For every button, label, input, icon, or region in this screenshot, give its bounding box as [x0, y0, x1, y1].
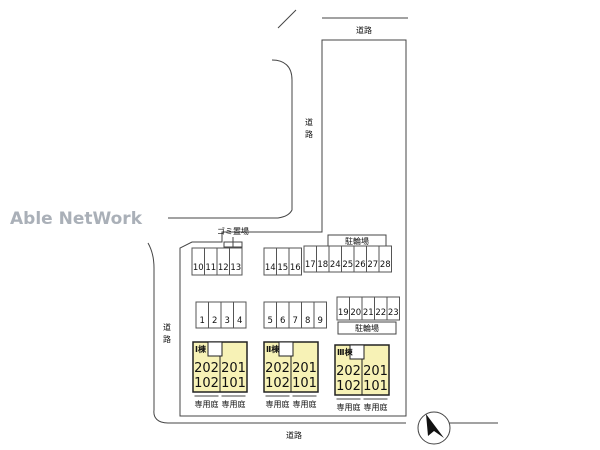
road-label-left: 道 路	[163, 322, 174, 344]
road-label-right-top-char2: 路	[305, 129, 313, 139]
road-label-top: 道路	[356, 25, 372, 35]
parking-space	[387, 297, 400, 320]
parking-space-number: 17	[305, 260, 316, 270]
bicycle-parking-lower-label: 駐輪場	[355, 323, 379, 333]
parking-space-number: 20	[350, 308, 361, 318]
garbage-area-label: ゴミ置場	[217, 226, 249, 236]
building-name: Ⅱ棟	[266, 344, 280, 354]
road-label-left-char2: 路	[163, 334, 171, 344]
parking-space-number: 26	[355, 260, 366, 270]
unit-number: 102	[194, 376, 219, 391]
unit-number: 201	[363, 364, 388, 379]
parking-space-number: 3	[225, 316, 230, 326]
road-lines	[148, 10, 498, 423]
unit-number: 102	[265, 376, 290, 391]
road-label-bottom: 道路	[286, 430, 302, 440]
parking-space-number: 6	[280, 316, 285, 326]
unit-number: 101	[363, 379, 388, 394]
parking-space-number: 24	[330, 260, 341, 270]
private-garden-label: 専用庭	[266, 399, 290, 409]
parking-space-number: 4	[237, 316, 242, 326]
private-garden-label: 専用庭	[195, 399, 219, 409]
watermark-logo: Able NetWork	[10, 209, 143, 229]
building-notch	[350, 345, 364, 359]
road-label-left-char1: 道	[163, 322, 171, 332]
parking-space	[230, 248, 243, 275]
north-arrow-icon	[417, 411, 451, 445]
private-garden-label: 専用庭	[222, 399, 246, 409]
unit-number: 101	[221, 376, 246, 391]
building-notch	[279, 342, 293, 356]
parking-space-number: 10	[193, 263, 204, 273]
road-edge-lower-left	[148, 243, 406, 423]
unit-number: 101	[292, 376, 317, 391]
road-edge-upper-left	[168, 60, 292, 218]
parking-space-number: 15	[277, 263, 288, 273]
parking-space	[234, 302, 247, 328]
unit-number: 201	[292, 361, 317, 376]
private-garden-label: 専用庭	[364, 402, 388, 412]
parking-space-number: 9	[318, 316, 323, 326]
unit-number: 102	[336, 379, 361, 394]
parking-space-number: 2	[212, 316, 217, 326]
unit-number: 201	[221, 361, 246, 376]
parking-space-number: 28	[380, 260, 391, 270]
parking-space-number: 27	[367, 260, 378, 270]
parking-space-number: 12	[218, 263, 229, 273]
parking-space-number: 22	[375, 308, 386, 318]
road-label-right-top: 道 路	[305, 117, 316, 139]
unit-number: 202	[194, 361, 219, 376]
private-garden-label: 専用庭	[337, 402, 361, 412]
unit-number: 202	[265, 361, 290, 376]
parking-space-number: 18	[317, 260, 328, 270]
parking-space-number: 8	[305, 316, 310, 326]
building-notch	[208, 342, 222, 356]
road-edge-top-stub	[278, 10, 296, 28]
parking-space-number: 25	[342, 260, 353, 270]
unit-number: 202	[336, 364, 361, 379]
building-name: Ⅰ棟	[195, 344, 207, 354]
private-garden-label: 専用庭	[293, 399, 317, 409]
parking-space-number: 19	[338, 308, 349, 318]
north-arrow-pointer	[426, 414, 444, 438]
parking-space-number: 14	[265, 263, 276, 273]
bicycle-parking-upper-label: 駐輪場	[345, 236, 369, 246]
parking-space	[289, 248, 302, 275]
parking-space-number: 16	[290, 263, 301, 273]
building-name: Ⅲ棟	[337, 347, 354, 357]
parking-space-number: 7	[293, 316, 298, 326]
parking-space-number: 13	[230, 263, 241, 273]
parking-space-number: 1	[200, 316, 205, 326]
parking-space-number: 11	[205, 263, 216, 273]
road-label-right-top-char1: 道	[305, 117, 313, 127]
bicycle-parking-lower	[338, 322, 396, 334]
parking-space	[314, 302, 327, 328]
site-boundary	[180, 40, 406, 416]
parking-space-number: 21	[363, 308, 374, 318]
parking-space-number: 23	[388, 308, 399, 318]
parking-space	[379, 246, 392, 272]
parking-space-number: 5	[268, 316, 273, 326]
